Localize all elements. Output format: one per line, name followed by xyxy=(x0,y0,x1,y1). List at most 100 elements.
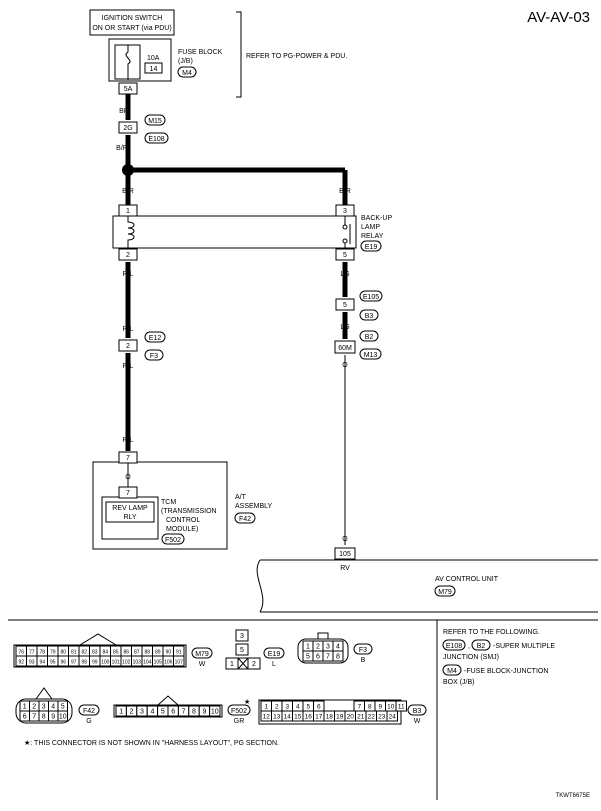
svg-text:REV LAMP: REV LAMP xyxy=(112,505,148,512)
b3-pin-9-label: 9 xyxy=(378,704,382,711)
b3-pin-24-label: 24 xyxy=(389,714,397,721)
svg-text:M4: M4 xyxy=(447,668,457,675)
svg-text:,: , xyxy=(468,643,470,650)
f42-pin-5-label: 5 xyxy=(61,704,65,711)
conn-tag-m15 xyxy=(144,114,166,126)
fuse-block-sub: (J/B) xyxy=(178,58,193,65)
f502-pin-4-label: 4 xyxy=(150,709,154,716)
svg-text:LAMP: LAMP xyxy=(361,224,380,231)
conn-tag-m79 xyxy=(434,585,456,597)
m79-pin-88-label: 88 xyxy=(144,650,150,656)
svg-text:RELAY: RELAY xyxy=(361,233,384,240)
b3-pin-23-label: 23 xyxy=(378,714,386,721)
svg-text:B: B xyxy=(361,657,366,664)
f502-pin-3-label: 3 xyxy=(140,709,144,716)
b3-pin-22-label: 22 xyxy=(368,714,376,721)
svg-text:B/R: B/R xyxy=(122,188,134,195)
m79-pin-105-label: 105 xyxy=(154,660,163,666)
svg-text:F3: F3 xyxy=(150,353,158,360)
svg-text:5A: 5A xyxy=(124,86,133,93)
conn-e105-pin xyxy=(335,298,355,311)
ignition-switch-box xyxy=(89,9,175,36)
m79-pin-80-label: 80 xyxy=(60,650,66,656)
svg-text:E19: E19 xyxy=(365,244,378,251)
f3-pin-7-label: 7 xyxy=(326,654,330,661)
f42-pin-2-label: 2 xyxy=(32,704,36,711)
legend-tag-f502 xyxy=(227,704,251,716)
f502-pin-6-label: 6 xyxy=(171,709,175,716)
svg-text:F3: F3 xyxy=(359,647,367,654)
f502-pin-2-label: 2 xyxy=(130,709,134,716)
svg-text:F502: F502 xyxy=(231,708,247,715)
m79-pin-97-label: 97 xyxy=(71,660,77,666)
f3-pin-8-label: 8 xyxy=(336,654,340,661)
svg-text:7: 7 xyxy=(126,490,130,497)
svg-text:★: ★ xyxy=(244,698,250,706)
svg-text:105: 105 xyxy=(339,551,351,558)
legend-tag-b3 xyxy=(407,704,427,716)
f3-pin-5-label: 5 xyxy=(306,654,310,661)
svg-text:JUNCTION (SMJ): JUNCTION (SMJ) xyxy=(443,654,499,661)
m79-pin-90-label: 90 xyxy=(165,650,171,656)
conn-b2-pin xyxy=(334,340,356,354)
svg-text:5: 5 xyxy=(343,302,347,309)
svg-text:3: 3 xyxy=(240,633,244,640)
svg-text:G: G xyxy=(86,718,91,725)
m79-pin-94-label: 94 xyxy=(39,660,45,666)
b3-pin-1-label: 1 xyxy=(264,704,268,711)
b3-pin-24 xyxy=(386,710,398,722)
b3-pin-19-label: 19 xyxy=(336,714,344,721)
f3-pin-8 xyxy=(332,650,344,662)
f3-pin-4-label: 4 xyxy=(336,644,340,651)
f42-pin-8-label: 8 xyxy=(42,714,46,721)
f3-pin-6-label: 6 xyxy=(316,654,320,661)
m79-pin-76-label: 76 xyxy=(18,650,24,656)
b3-pin-10-label: 10 xyxy=(387,704,395,711)
svg-text:2: 2 xyxy=(126,252,130,259)
svg-text:O: O xyxy=(342,536,348,543)
svg-text:F502: F502 xyxy=(165,537,181,544)
page-id: AV-AV-03 xyxy=(527,9,590,26)
b3-pin-17-label: 17 xyxy=(315,714,323,721)
refer-pg-text: REFER TO PG-POWER & PDU. xyxy=(246,53,347,60)
footer-code: TKWT6675E xyxy=(556,793,590,799)
m79-pin-95-label: 95 xyxy=(50,660,56,666)
svg-text:2G: 2G xyxy=(123,125,132,132)
m79-pin-104-label: 104 xyxy=(143,660,152,666)
svg-text:F42: F42 xyxy=(83,708,95,715)
svg-text:O: O xyxy=(342,362,348,369)
svg-text:B/R: B/R xyxy=(116,145,128,152)
conn-tag-m4 xyxy=(177,66,197,78)
refer-tag-b2 xyxy=(471,639,491,651)
b3-pin-20-label: 20 xyxy=(347,714,355,721)
svg-text:LG: LG xyxy=(340,324,349,331)
m79-pin-92-label: 92 xyxy=(18,660,24,666)
rev-lamp-rly-box xyxy=(105,501,155,523)
fuse-icon xyxy=(125,45,131,80)
m79-pin-96-label: 96 xyxy=(60,660,66,666)
m79-pin-79-label: 79 xyxy=(50,650,56,656)
svg-text:R/L: R/L xyxy=(123,363,134,370)
b3-pin-15-label: 15 xyxy=(294,714,302,721)
m79-pin-101-label: 101 xyxy=(112,660,121,666)
tcm-pin-7 xyxy=(118,486,138,499)
svg-text:MODULE): MODULE) xyxy=(166,526,198,533)
f502-pin-10-label: 10 xyxy=(211,709,219,716)
svg-text:A/T: A/T xyxy=(235,494,247,501)
f502-pin-5-label: 5 xyxy=(161,709,165,716)
svg-text:5: 5 xyxy=(343,252,347,259)
f502-pin-1-label: 1 xyxy=(119,709,123,716)
conn-tag-e12 xyxy=(144,331,166,343)
svg-text:R/L: R/L xyxy=(123,326,134,333)
b3-pin-13-label: 13 xyxy=(273,714,281,721)
relay-pin-2 xyxy=(118,248,138,261)
f502-pin-7-label: 7 xyxy=(182,709,186,716)
svg-text:CONTROL: CONTROL xyxy=(166,517,200,524)
m79-pin-99-label: 99 xyxy=(92,660,98,666)
refer-tag-e108 xyxy=(442,639,466,651)
conn-tag-b3 xyxy=(359,309,379,321)
b3-pin-3-label: 3 xyxy=(285,704,289,711)
